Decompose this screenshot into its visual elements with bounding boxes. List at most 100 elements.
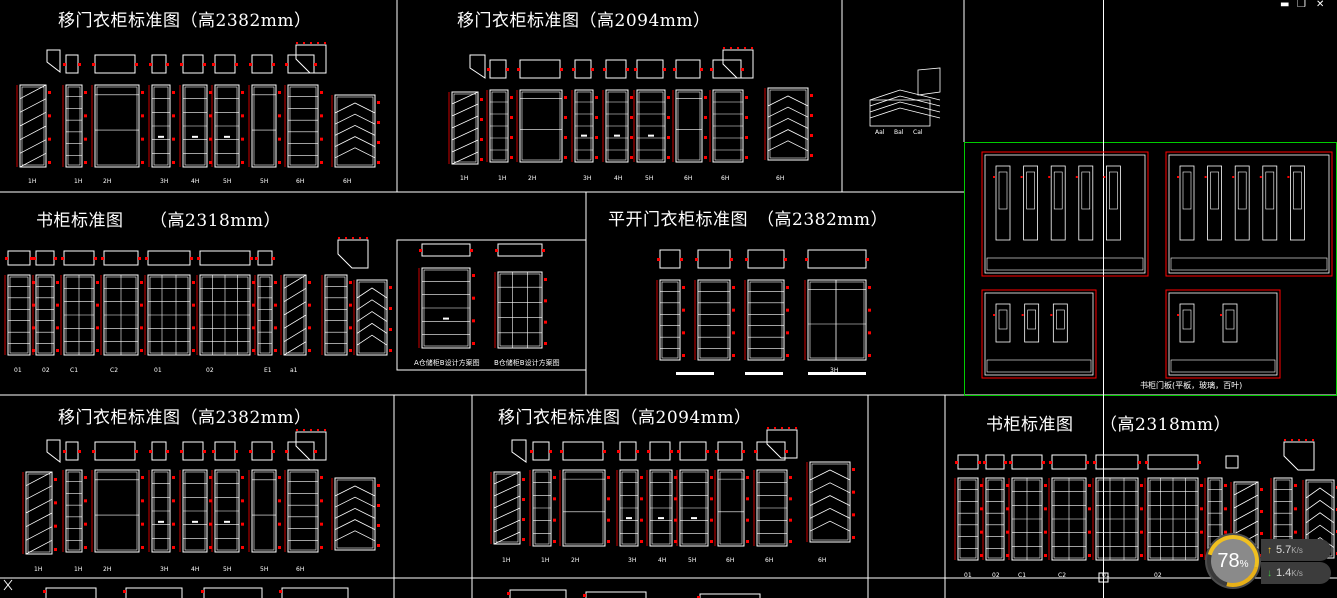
caption-door-panels: 书柜门板(平板，玻璃，百叶) <box>1140 381 1243 390</box>
cabinet-elevation <box>574 89 594 163</box>
svg-text:1H: 1H <box>460 175 468 182</box>
svg-text:C1: C1 <box>1018 572 1026 579</box>
svg-text:5H: 5H <box>260 178 268 185</box>
cabinet-elevation <box>756 469 788 547</box>
svg-text:5H: 5H <box>223 566 231 573</box>
selection-box[interactable] <box>964 142 1337 396</box>
svg-text:1H: 1H <box>28 178 36 185</box>
isometric-sketch <box>869 67 941 127</box>
cpu-gauge: 78% <box>1197 525 1269 597</box>
cabinet-elevation <box>182 469 208 553</box>
cabinet-elevation <box>767 87 809 161</box>
cabinet-elevation <box>65 469 83 553</box>
cabinet-elevation <box>25 471 53 555</box>
svg-text:1H: 1H <box>498 175 506 182</box>
title-sliding-wardrobe-2382-bottom: 移门衣柜标准图（高2382mm） <box>58 408 312 428</box>
cpu-percent: 78% <box>1217 550 1249 572</box>
svg-text:01: 01 <box>1102 572 1110 579</box>
download-value: 1.4 <box>1276 567 1292 579</box>
svg-text:3H: 3H <box>628 557 636 564</box>
cabinet-elevation <box>1011 477 1043 561</box>
cabinet-elevation <box>519 89 563 163</box>
ucs-icon <box>3 579 13 591</box>
cabinet-elevation <box>636 89 666 163</box>
title-bookcase-bottom: 书柜标准图 （高2318mm） <box>986 415 1232 435</box>
cabinet-elevation <box>489 89 509 163</box>
title-bookcase-middle: 书柜标准图 （高2318mm） <box>36 211 282 231</box>
svg-text:1H: 1H <box>74 178 82 185</box>
svg-text:3H: 3H <box>583 175 591 182</box>
cabinet-elevation <box>493 471 521 545</box>
svg-text:4H: 4H <box>658 557 666 564</box>
cabinet-elevation <box>324 274 348 356</box>
cabinet-elevation <box>147 274 191 356</box>
cabinet-elevation <box>697 279 731 361</box>
cabinet-elevation <box>214 469 240 553</box>
svg-text:5H: 5H <box>645 175 653 182</box>
svg-text:4H: 4H <box>191 178 199 185</box>
svg-text:6H: 6H <box>296 566 304 573</box>
svg-text:2H: 2H <box>103 566 111 573</box>
cabinet-elevation <box>659 279 681 361</box>
cabinet-elevation <box>251 469 277 553</box>
svg-text:01: 01 <box>964 572 972 579</box>
cabinet-elevation <box>19 84 47 168</box>
cabinet-elevation <box>356 279 388 356</box>
svg-text:2H: 2H <box>528 175 536 182</box>
cabinet-elevation <box>649 469 673 547</box>
cabinet-elevation <box>214 84 240 168</box>
svg-text:02: 02 <box>1154 572 1162 579</box>
cabinet-elevation <box>94 469 140 553</box>
svg-text:02: 02 <box>206 367 214 374</box>
cabinet-elevation <box>421 267 471 349</box>
svg-text:3H: 3H <box>160 566 168 573</box>
svg-text:6H: 6H <box>726 557 734 564</box>
cabinet-elevation <box>65 84 83 168</box>
svg-text:4H: 4H <box>191 566 199 573</box>
network-speed-widget[interactable]: ↑5.7K/s ↓1.4K/s 78% <box>1197 525 1333 597</box>
svg-text:2H: 2H <box>103 178 111 185</box>
cabinet-elevation <box>94 84 140 168</box>
cabinet-elevation <box>287 84 319 168</box>
cabinet-elevation <box>257 274 273 356</box>
title-sliding-wardrobe-2094-bottom: 移门衣柜标准图（高2094mm） <box>498 408 752 428</box>
cabinet-elevation <box>675 89 703 163</box>
svg-text:E1: E1 <box>264 367 272 374</box>
caption-inset-b: B仓储柜B设计方案图 <box>494 359 560 367</box>
svg-text:3H: 3H <box>160 178 168 185</box>
svg-text:1H: 1H <box>502 557 510 564</box>
cabinet-elevation <box>532 469 552 547</box>
cabinet-elevation <box>1147 477 1199 561</box>
cabinet-elevation <box>7 274 31 356</box>
svg-text:5H: 5H <box>223 178 231 185</box>
svg-text:C1: C1 <box>70 367 78 374</box>
cabinet-elevation <box>1051 477 1087 561</box>
title-sliding-wardrobe-2382-top: 移门衣柜标准图（高2382mm） <box>58 11 312 31</box>
cabinet-elevation <box>334 94 376 168</box>
cabinet-elevation <box>957 477 979 561</box>
cabinet-elevation <box>63 274 95 356</box>
cabinet-elevation <box>807 279 867 361</box>
svg-text:a1: a1 <box>290 367 298 374</box>
caption-inset-a: A仓储柜B设计方案图 <box>414 359 480 367</box>
close-button[interactable]: ✕ <box>1316 0 1325 10</box>
svg-text:6H: 6H <box>296 178 304 185</box>
svg-text:6H: 6H <box>818 557 826 564</box>
restore-button[interactable]: ❐ <box>1297 0 1306 10</box>
svg-text:02: 02 <box>42 367 50 374</box>
svg-text:6H: 6H <box>765 557 773 564</box>
cabinet-elevation <box>1095 477 1139 561</box>
minimize-button[interactable]: ▬ <box>1280 0 1290 10</box>
svg-text:2H: 2H <box>571 557 579 564</box>
cabinet-elevation <box>985 477 1005 561</box>
cabinet-elevation <box>334 477 376 551</box>
title-hinged-wardrobe: 平开门衣柜标准图 （高2382mm） <box>608 210 889 230</box>
svg-text:5H: 5H <box>260 566 268 573</box>
svg-text:1H: 1H <box>34 566 42 573</box>
upload-speed: ↑5.7K/s <box>1261 539 1331 561</box>
cabinet-elevation <box>712 89 744 163</box>
cabinet-elevation <box>497 271 543 349</box>
svg-text:C2: C2 <box>110 367 118 374</box>
